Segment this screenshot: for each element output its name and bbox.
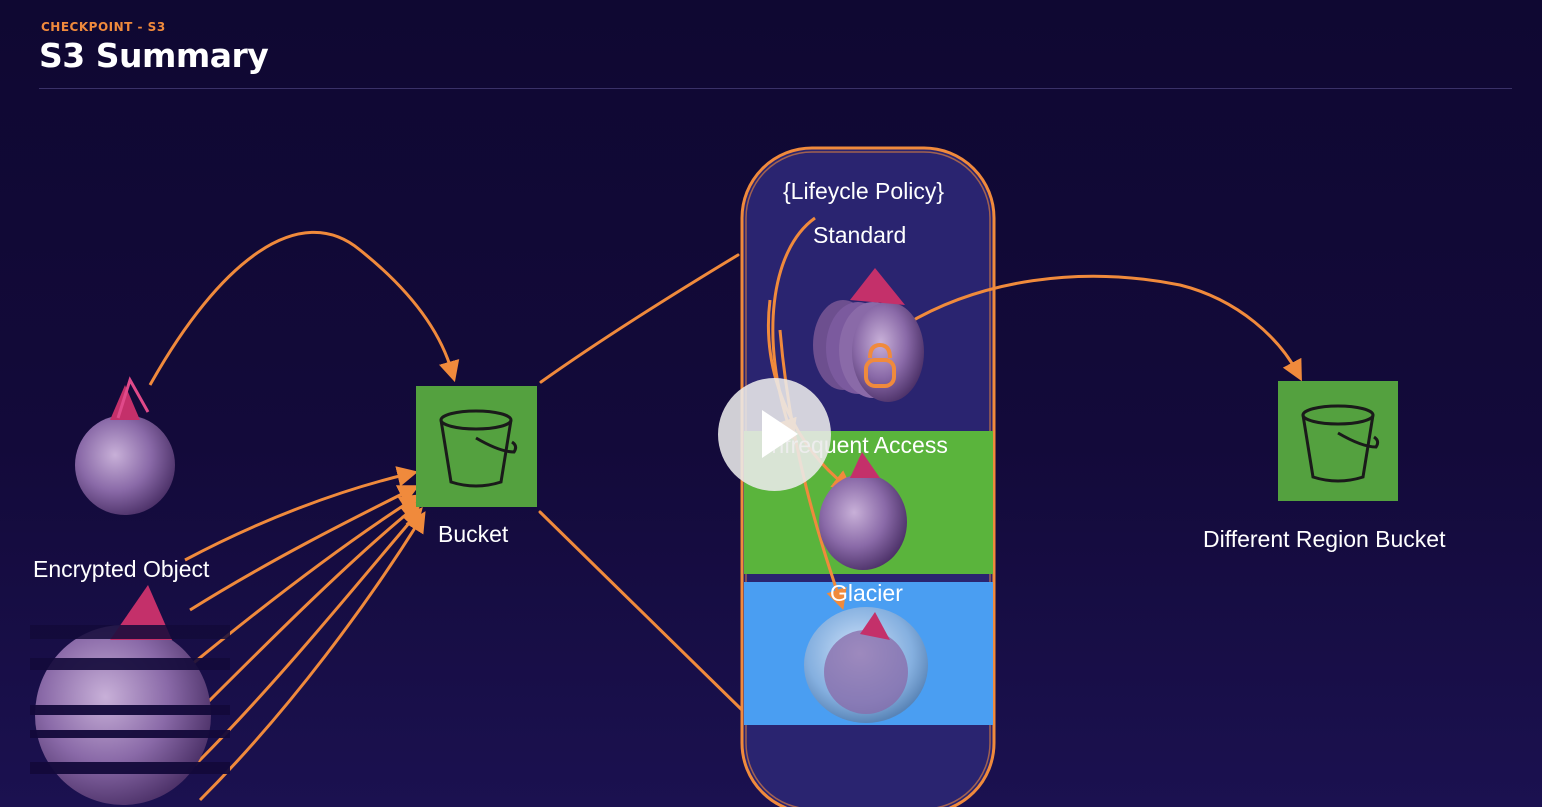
glacier-label: Glacier [830,580,903,606]
bucket-label: Bucket [438,521,509,547]
play-button[interactable] [718,378,831,491]
play-icon [762,410,798,458]
encrypted-beet-icon [30,585,230,805]
page-title: S3 Summary [39,36,269,75]
region-bucket-node [1278,381,1398,501]
standard-label: Standard [813,222,907,248]
standard-beets-icon [813,268,924,402]
lifecycle-policy-label: {Lifeycle Policy} [783,178,945,204]
section-kicker: CHECKPOINT - S3 [41,20,166,34]
upload-arrow [148,230,460,386]
replication-arrow [904,274,1302,382]
infrequent-beet-icon [819,452,907,570]
glacier-beet-icon [804,607,928,723]
lock-icon [864,342,896,388]
encrypted-object-label: Encrypted Object [33,556,210,582]
beet-icon [75,376,175,515]
bucket-icon [439,409,518,488]
header-divider [39,88,1512,89]
bucket-to-lifecycle-lines [538,253,744,712]
bucket-icon [1301,404,1380,483]
bucket-node [416,386,537,507]
region-bucket-label: Different Region Bucket [1203,526,1446,552]
